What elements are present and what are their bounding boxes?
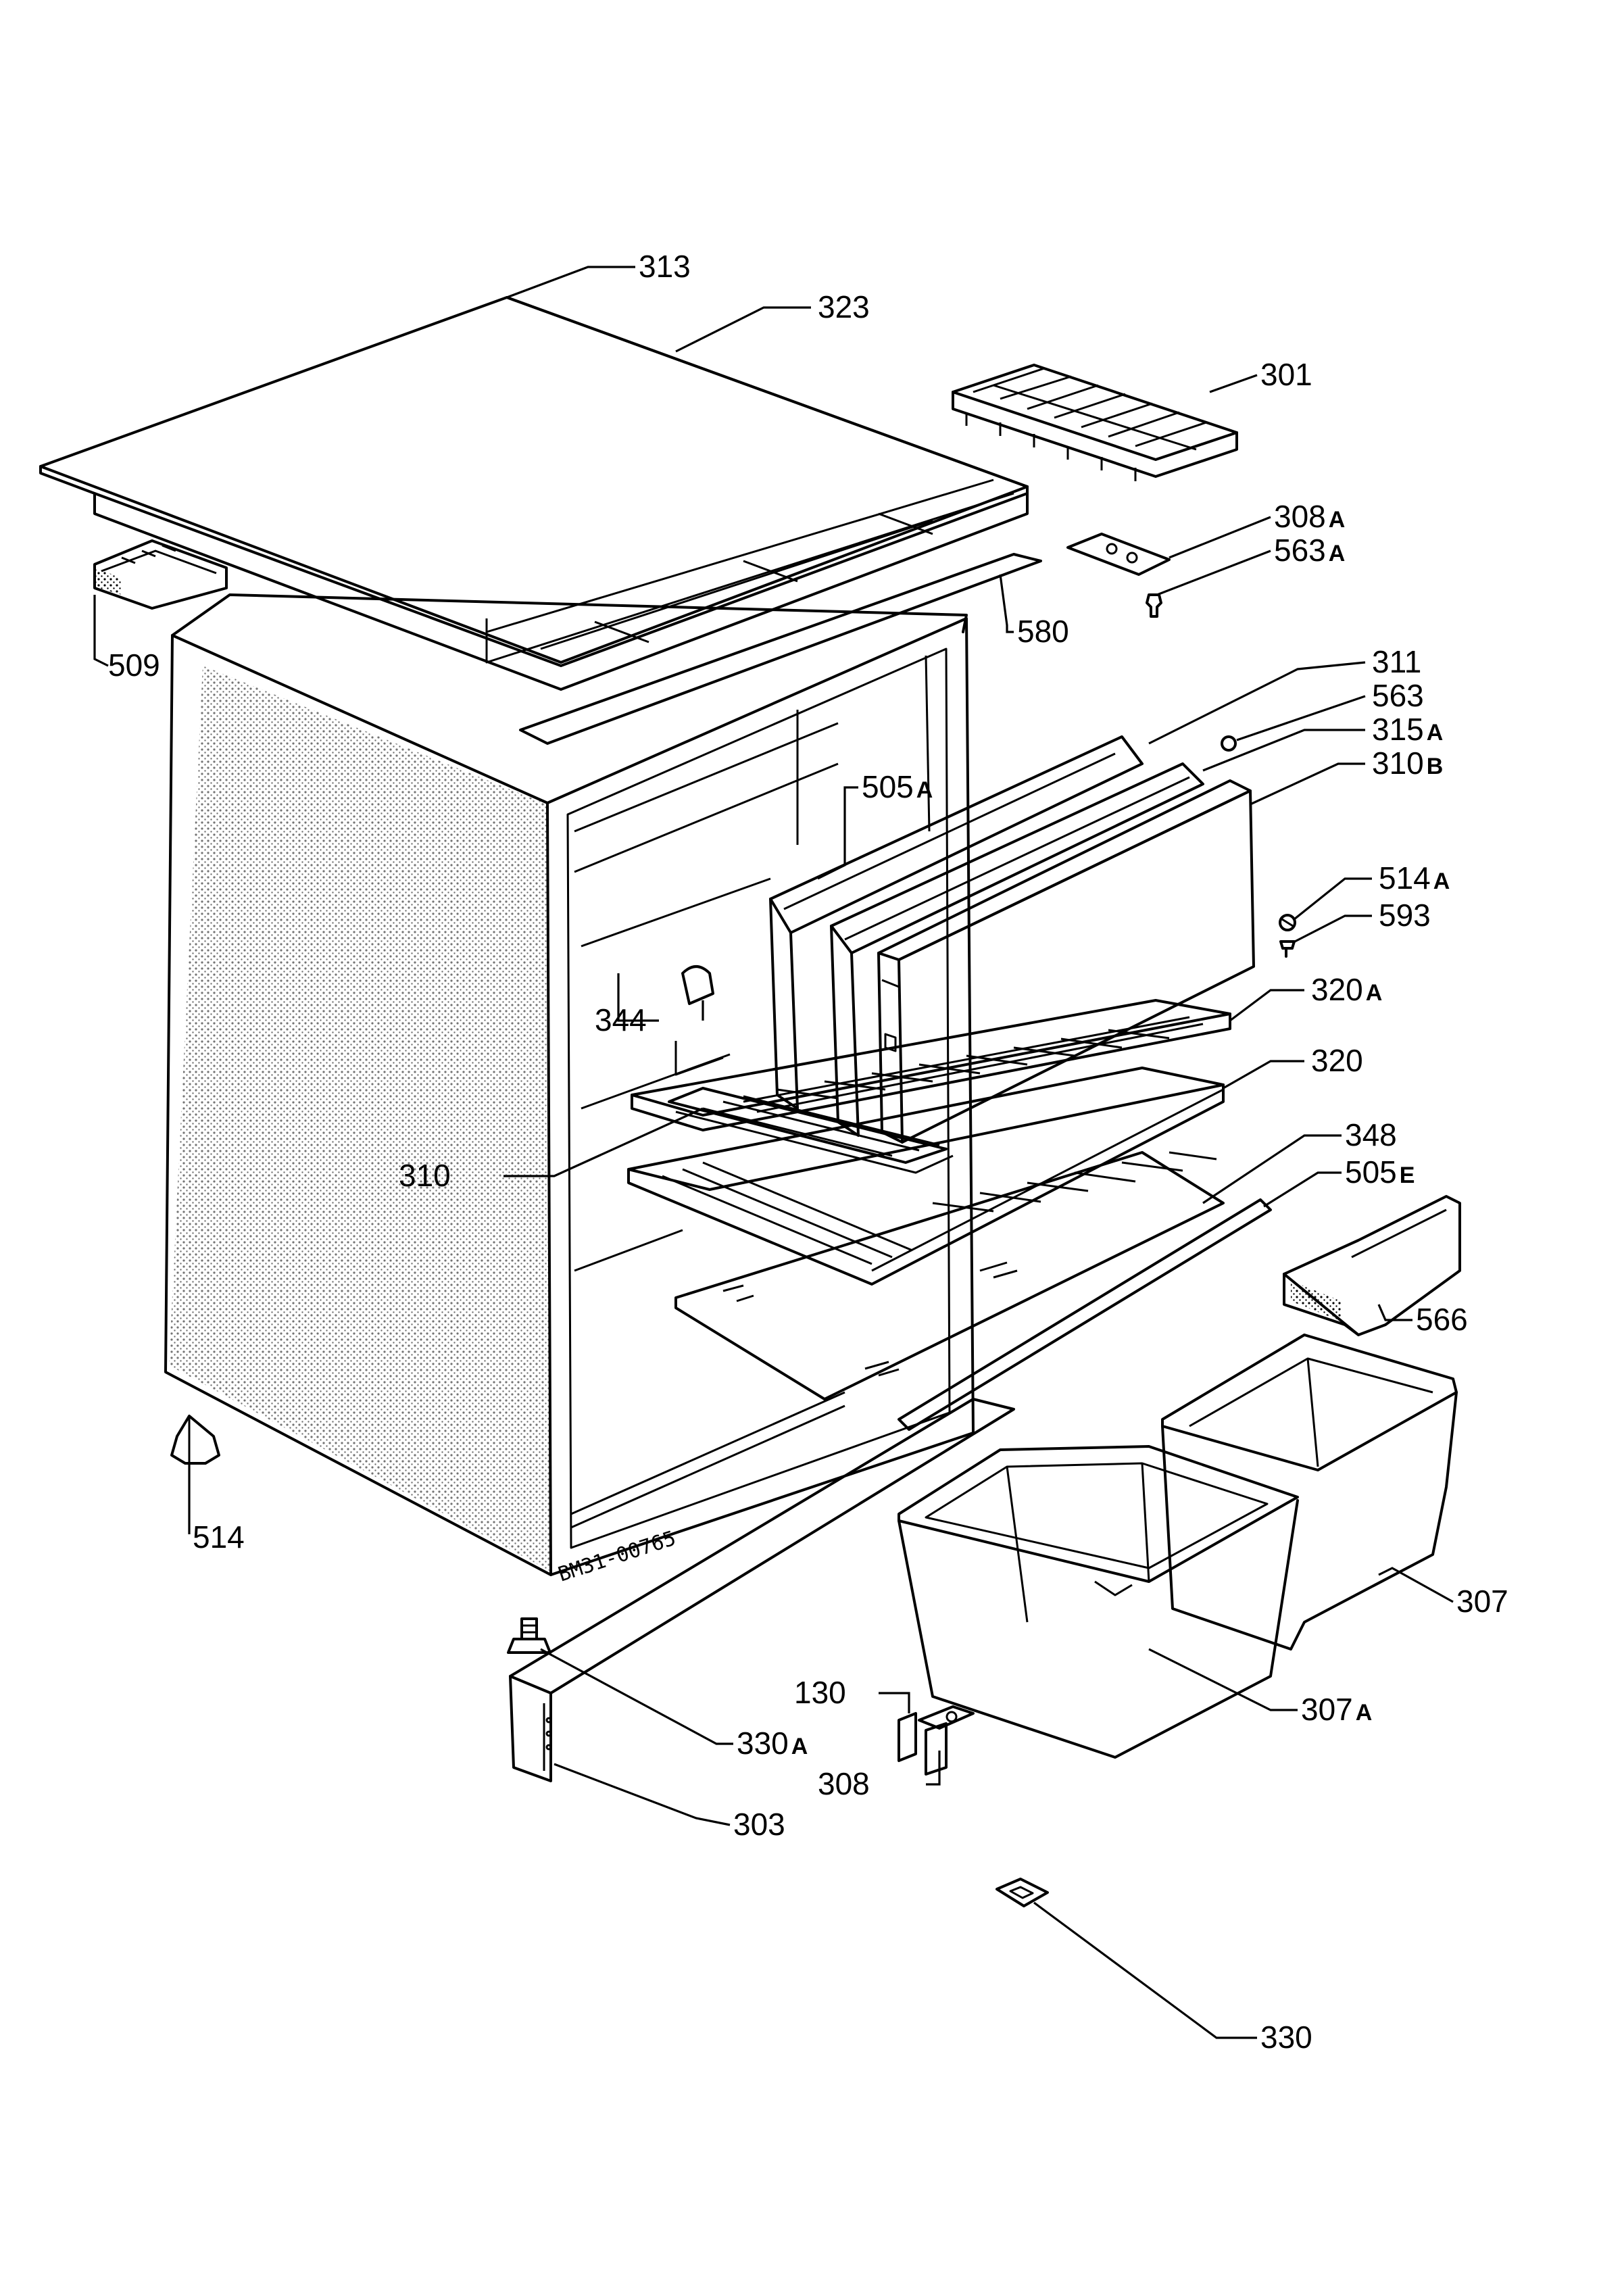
callout-348: 348 [1345,1117,1397,1152]
part-301-ice-tray [952,364,1238,481]
part-303-plinth [509,1398,1015,1782]
callout-130: 130 [794,1675,846,1710]
wire-shelves [627,999,1231,1286]
callout-330: 330 [1260,2020,1312,2055]
part-307a-drawer [898,1445,1299,1759]
callout-563: 563 [1372,678,1424,713]
part-307-drawer [1161,1334,1458,1651]
cabinet-body: BM31-00765 [164,593,975,1587]
part-514-foot [170,1415,220,1465]
freezer-door-assembly [769,735,1296,1144]
callout-320: 320 [1311,1043,1363,1078]
part-509-bracket [93,539,228,610]
callout-313: 313 [639,249,691,284]
callout-308: 308 [818,1766,870,1801]
model-stamp: BM31-00765 [556,1527,679,1587]
part-308a-hinge [1066,533,1171,618]
callout-leaders [93,266,1454,2039]
callout-307: 307 [1456,1584,1508,1619]
callout-593: 593 [1379,898,1431,933]
part-580-strip [519,553,1042,745]
callout-311: 311 [1372,644,1421,679]
part-308-hinge-bracket [898,1705,975,1776]
callout-310: 310 [399,1158,451,1193]
part-330-cap [996,1878,1049,1907]
callout-323: 323 [818,289,870,324]
worktop-cover [39,296,1029,691]
callout-514: 514 [193,1519,245,1555]
part-330a-foot [507,1617,551,1654]
callout-344: 344 [595,1002,647,1037]
callout-509: 509 [108,648,160,683]
callout-301: 301 [1260,357,1312,392]
callout-566: 566 [1416,1302,1468,1337]
callout-580: 580 [1017,614,1069,649]
callout-303: 303 [733,1807,785,1842]
part-566-flap [1283,1195,1461,1336]
part-348-glass-plate [674,1151,1225,1400]
part-505e-rail [898,1198,1272,1431]
